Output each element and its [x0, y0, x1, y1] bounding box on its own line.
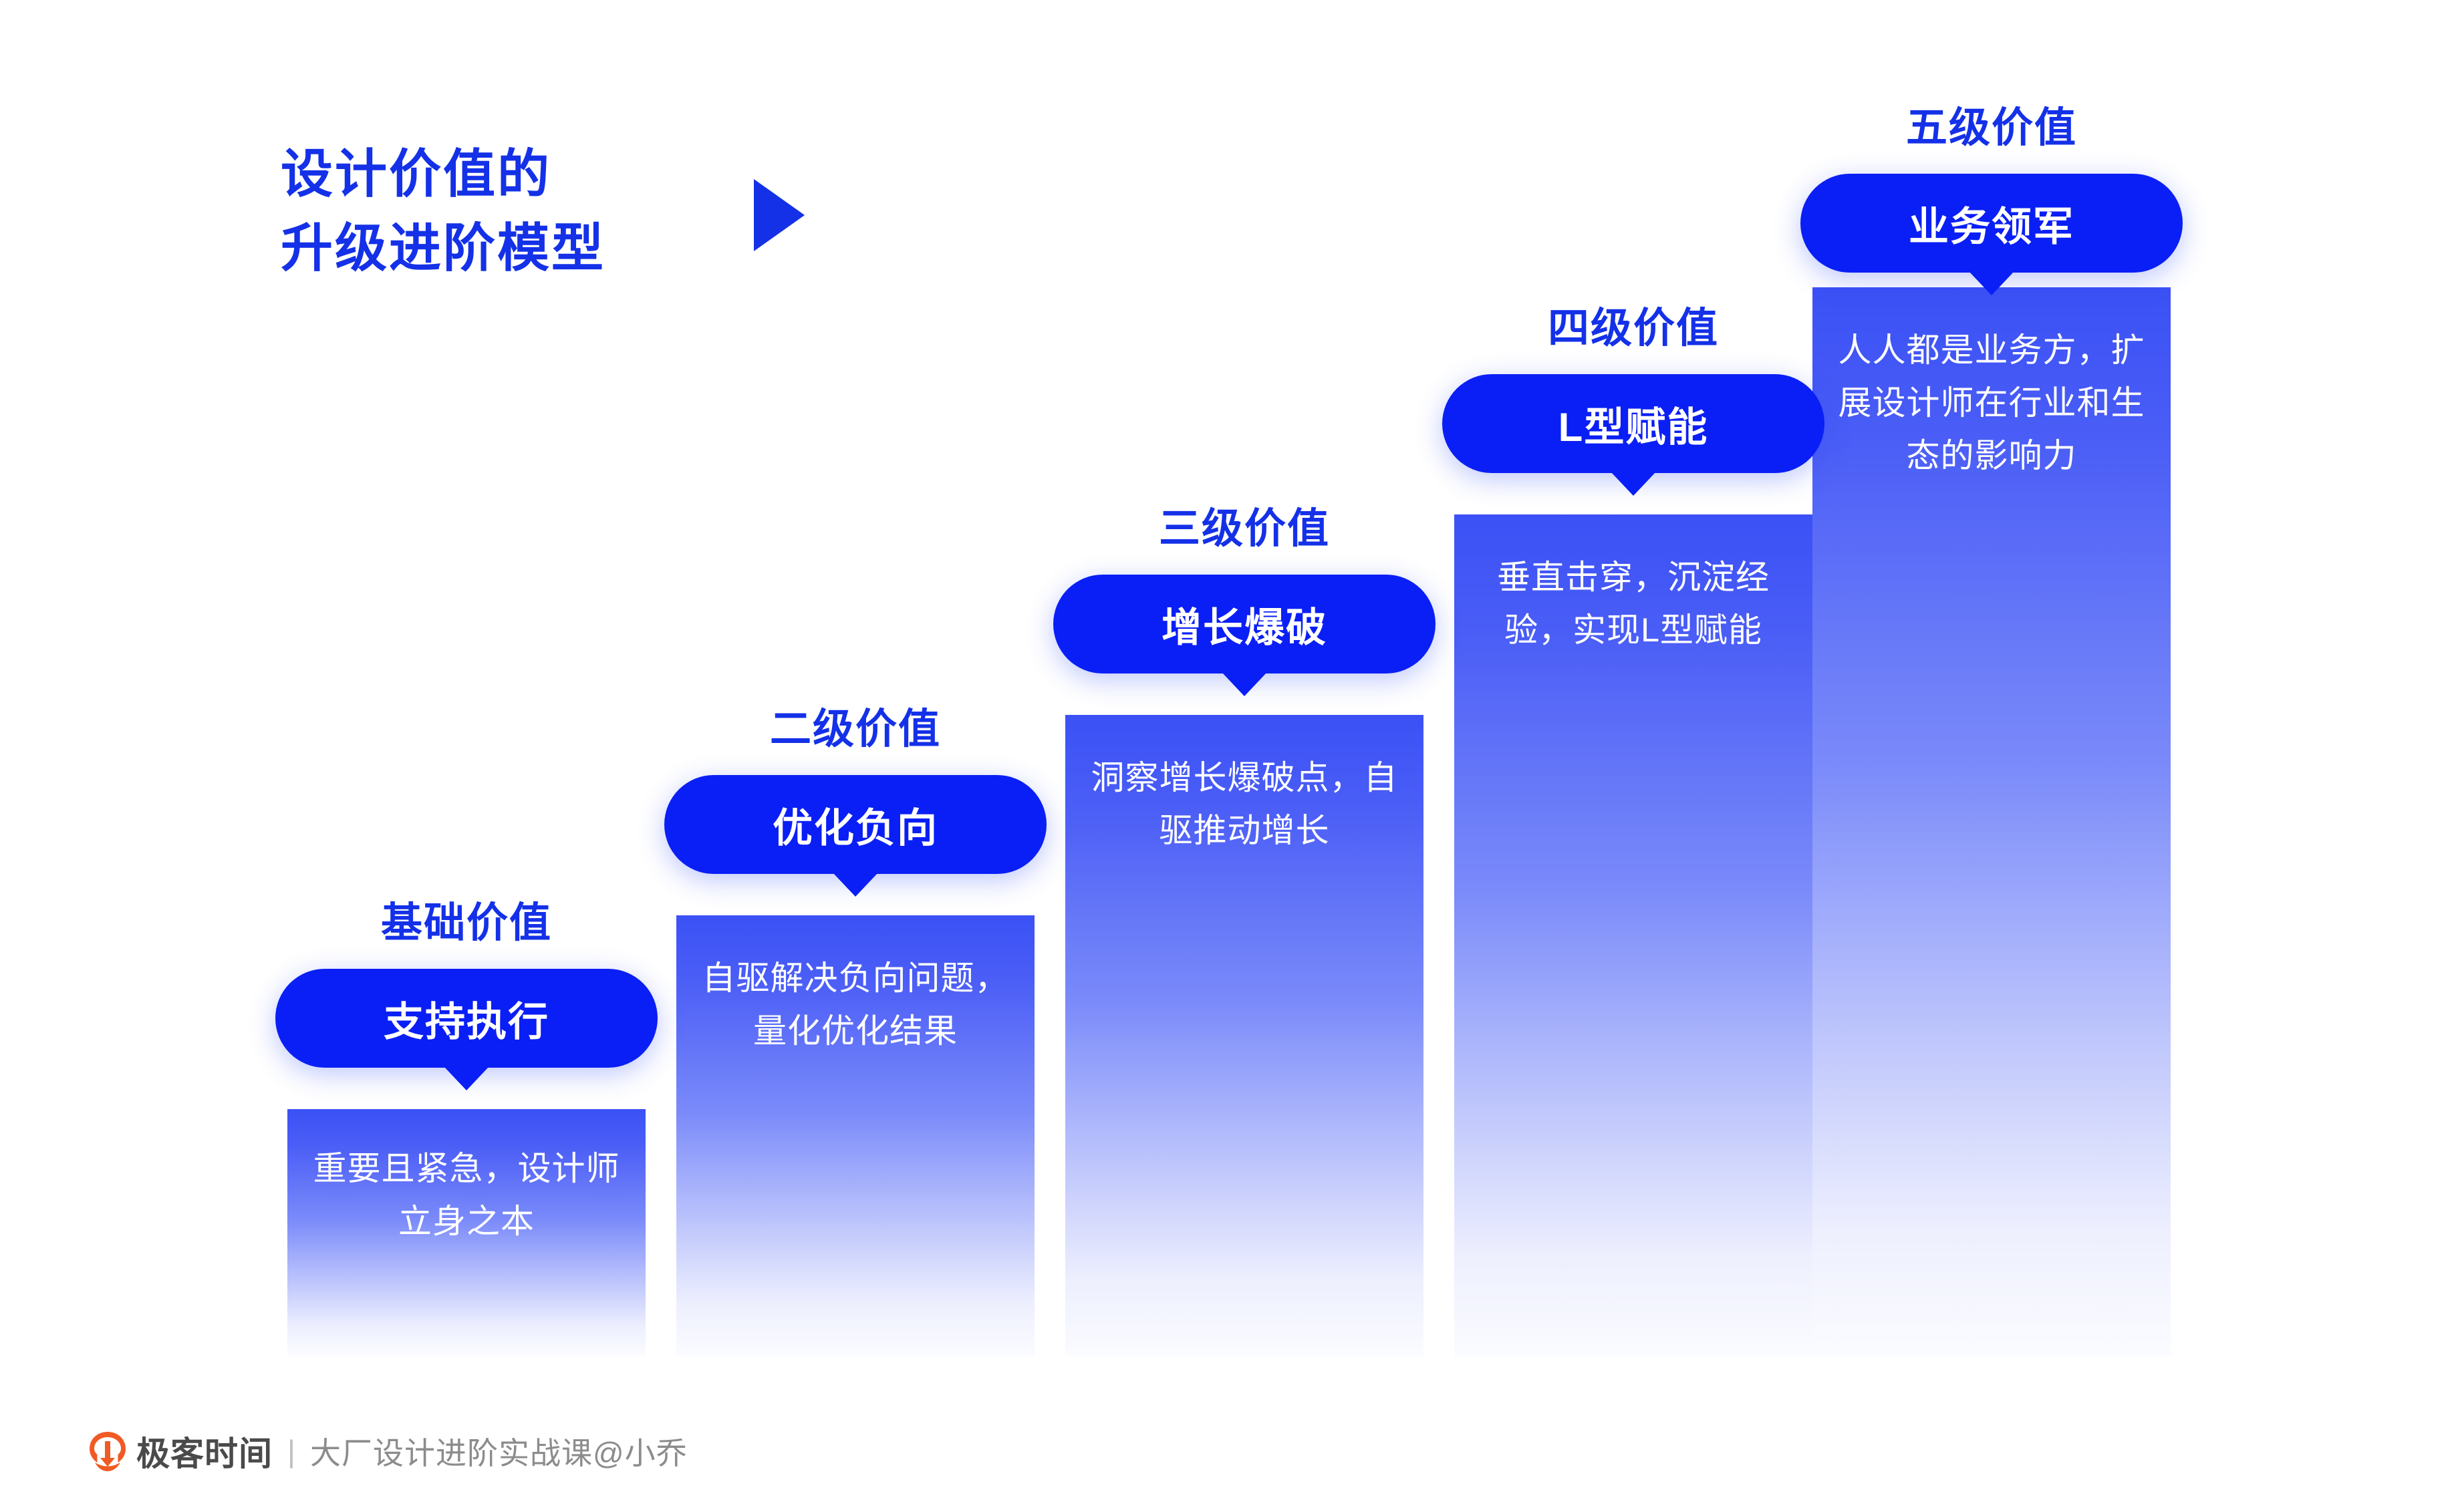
- page-title-line-1: 设计价值的: [281, 144, 552, 203]
- footer: 极客时间 | 大厂设计进阶实战课@小乔: [86, 1423, 688, 1479]
- pill-caret-icon: [1969, 271, 2014, 295]
- step-4-bar: [1454, 514, 1812, 1356]
- step-5-pill[interactable]: 业务领军: [1800, 174, 2183, 295]
- pill-caret-icon: [1611, 472, 1656, 496]
- step-3-level-title: 三级价值: [1158, 506, 1330, 552]
- page-title-line-2: 升级进阶模型: [281, 218, 606, 277]
- step-2-description: 自驱解决负向问题，量化优化结果: [702, 959, 1009, 1050]
- step-5-description: 人人都是业务方，扩展设计师在行业和生态的影响力: [1838, 331, 2145, 474]
- step-1-pill[interactable]: 支持执行: [275, 969, 658, 1090]
- pill-caret-icon: [444, 1066, 489, 1090]
- step-4-description: 垂直击穿，沉淀经验，实现L型赋能: [1497, 559, 1770, 649]
- footer-brand: 极客时间: [136, 1435, 273, 1473]
- step-5-pill-label: 业务领军: [1909, 204, 2074, 249]
- page-title: 设计价值的 升级进阶模型: [281, 137, 605, 285]
- step-2-bar: [676, 915, 1035, 1356]
- step-4-pill[interactable]: L型赋能: [1442, 374, 1824, 496]
- step-3-description: 洞察增长爆破点，自驱推动增长: [1091, 759, 1398, 849]
- footer-separator: |: [287, 1434, 295, 1469]
- step-1-description: 重要且紧急，设计师立身之本: [313, 1150, 620, 1240]
- step-1-bar: [287, 1109, 646, 1356]
- play-triangle-icon: [754, 179, 805, 251]
- pill-caret-icon: [833, 873, 878, 897]
- geekbang-logo-icon: [86, 1429, 130, 1473]
- step-2-pill[interactable]: 优化负向: [664, 775, 1047, 897]
- step-1-pill-label: 支持执行: [384, 999, 549, 1044]
- step-3-pill-label: 增长爆破: [1162, 605, 1327, 650]
- step-1-level-title: 基础价值: [380, 900, 552, 946]
- step-2-level-title: 二级价值: [769, 706, 941, 752]
- step-3-pill[interactable]: 增长爆破: [1053, 575, 1436, 696]
- footer-course-name: 大厂设计进阶实战课@小乔: [309, 1436, 688, 1471]
- step-3-bar: [1065, 715, 1423, 1356]
- pill-caret-icon: [1222, 672, 1267, 696]
- step-5-bar: [1812, 287, 2171, 1356]
- step-5-level-title: 五级价值: [1905, 105, 2077, 151]
- step-4-pill-label: L型赋能: [1558, 404, 1709, 450]
- step-4-level-title: 四级价值: [1547, 305, 1719, 351]
- step-2-pill-label: 优化负向: [773, 805, 938, 851]
